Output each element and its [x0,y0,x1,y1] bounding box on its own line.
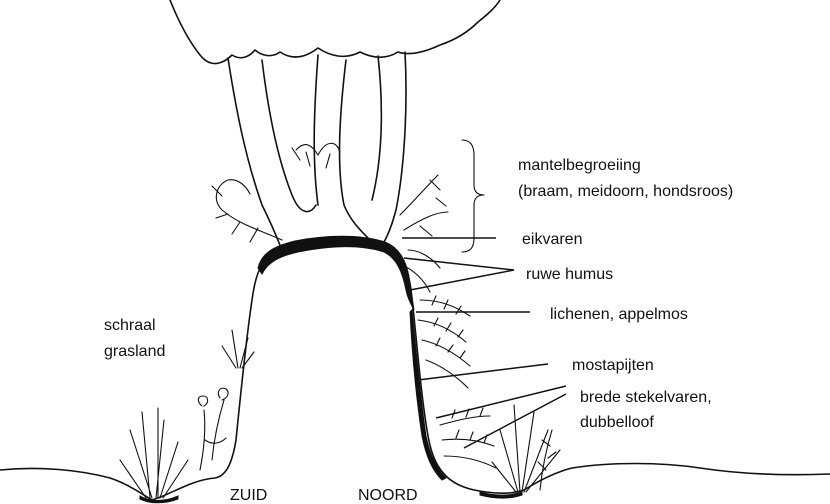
leader-mostapijten [418,364,548,380]
tree-trunk-left-inner [262,60,316,212]
label-dubbelloof: dubbelloof [580,414,654,431]
mantel-bracket [462,140,484,252]
ruwe-humus-layer [258,236,414,310]
label-mantelbegroeiing-species: (braam, meidoorn, hondsroos) [518,183,733,200]
label-lichenen-appelmos: lichenen, appelmos [550,306,688,323]
leader-ruwe-humus [404,258,514,290]
label-mostapijten: mostapijten [572,357,654,374]
label-grasland: grasland [104,343,165,360]
label-brede-stekelvaren: brede stekelvaren, [580,389,712,406]
fern-north-ditch [538,430,556,490]
flower-south [198,388,228,470]
label-schraal: schraal [104,317,156,334]
bramble-foliage-center [292,143,340,168]
label-eikvaren: eikvaren [522,231,582,248]
grass-bank-south [222,330,254,368]
label-noord: NOORD [358,487,418,504]
grass-south [120,408,188,498]
bramble-foliage-left [212,180,282,242]
tree-trunk-middle [314,55,368,238]
grass-north [492,405,560,492]
label-zuid: ZUID [230,487,267,504]
tree-canopy [170,0,500,64]
label-mantelbegroeiing: mantelbegroeiing [518,157,641,174]
label-ruwe-humus: ruwe humus [526,266,613,283]
tree-trunk-left [228,58,282,250]
